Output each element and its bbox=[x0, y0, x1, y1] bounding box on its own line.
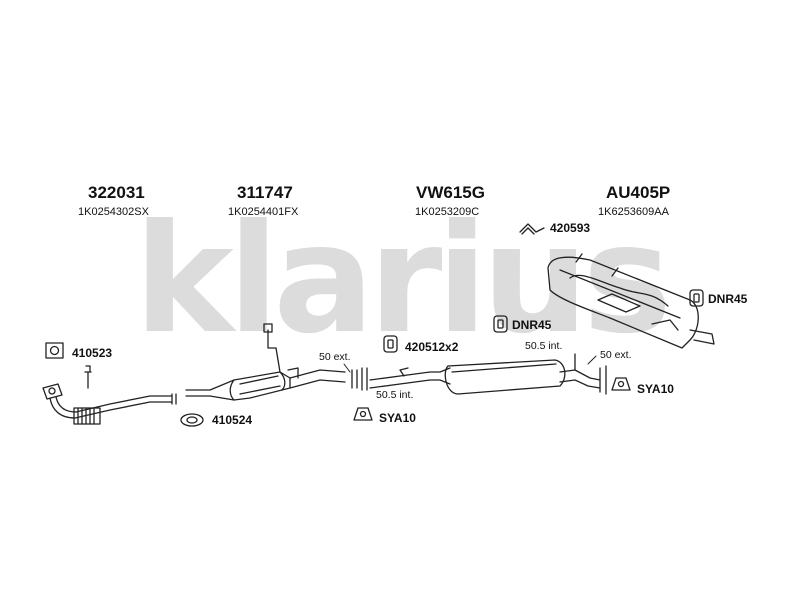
note-50-ext-front: 50 ext. bbox=[319, 351, 351, 363]
fitting-label-dnr45-rear: DNR45 bbox=[708, 292, 748, 306]
center-silencer-drawing bbox=[369, 353, 601, 395]
note-50-ext-rear: 50 ext. bbox=[600, 349, 632, 361]
hanger-420593-icon bbox=[519, 223, 545, 235]
part-number-front-pipe: 322031 bbox=[88, 183, 145, 202]
fitting-label-410524: 410524 bbox=[212, 413, 253, 427]
oem-number-catalyst: 1K0254401FX bbox=[228, 206, 299, 218]
note-50-5-int-rear: 50.5 int. bbox=[525, 340, 563, 352]
hanger-420512-icon bbox=[383, 335, 398, 353]
hanger-dnr45-center-icon bbox=[493, 315, 508, 333]
gasket-410523-icon bbox=[45, 342, 64, 359]
rear-silencer-drawing bbox=[547, 253, 715, 395]
hanger-dnr45-rear-icon bbox=[689, 289, 704, 307]
fitting-label-sya10-rear: SYA10 bbox=[637, 382, 674, 396]
part-number-center-silencer: VW615G bbox=[416, 183, 485, 202]
part-number-rear-silencer: AU405P bbox=[606, 183, 671, 202]
fitting-label-410523: 410523 bbox=[72, 346, 113, 360]
mount-sya10-front-icon bbox=[353, 407, 373, 421]
gasket-410524-icon bbox=[180, 413, 204, 427]
front-pipe-drawing bbox=[42, 365, 177, 425]
fitting-label-dnr45-center: DNR45 bbox=[512, 318, 552, 332]
catalyst-drawing bbox=[185, 323, 346, 401]
oem-number-center-silencer: 1K0253209C bbox=[415, 206, 480, 218]
fitting-label-420512: 420512x2 bbox=[405, 340, 459, 354]
oem-number-front-pipe: 1K0254302SX bbox=[78, 206, 149, 218]
note-50-5-int-front: 50.5 int. bbox=[376, 389, 414, 401]
fitting-label-420593: 420593 bbox=[550, 221, 591, 235]
oem-number-rear-silencer: 1K6253609AA bbox=[598, 206, 669, 218]
part-number-catalyst: 311747 bbox=[237, 183, 293, 202]
fitting-label-sya10-front: SYA10 bbox=[379, 411, 416, 425]
clamp-front-icon bbox=[351, 367, 368, 391]
mount-sya10-rear-icon bbox=[611, 377, 631, 391]
watermark-logo: klarius bbox=[134, 193, 672, 367]
